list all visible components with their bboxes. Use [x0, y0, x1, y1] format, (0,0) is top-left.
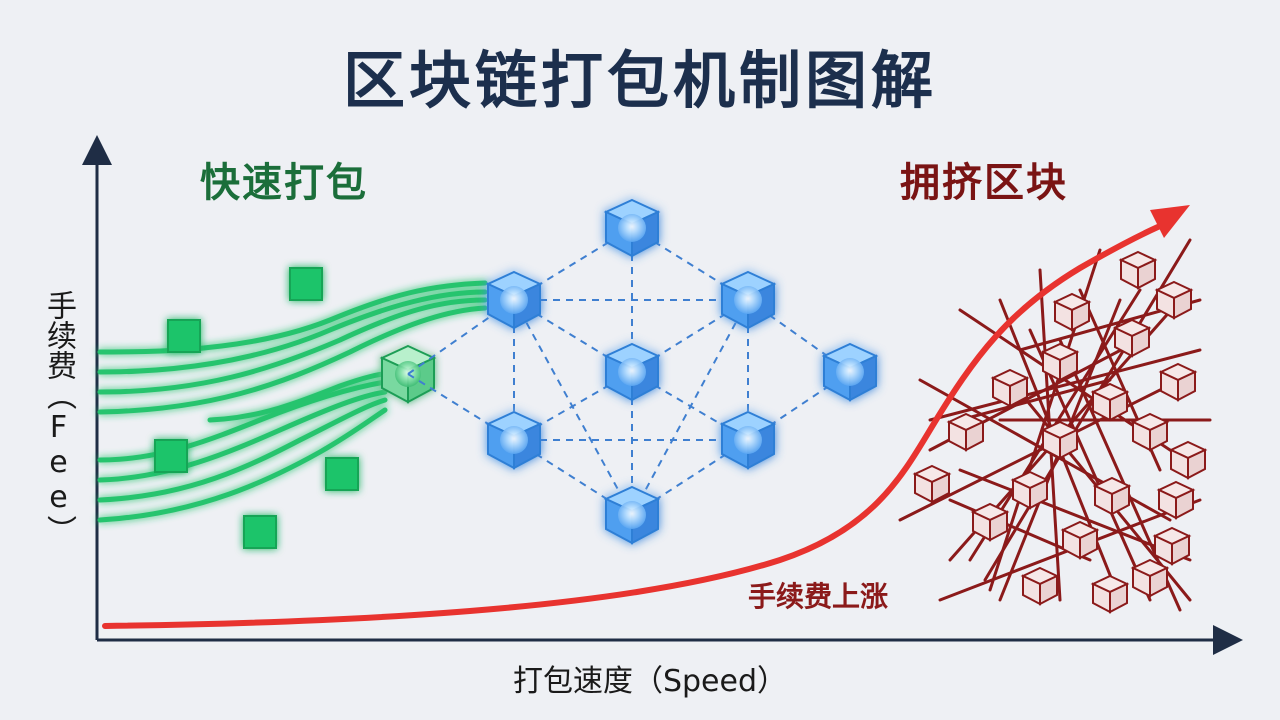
red-cube: [914, 465, 950, 503]
green-blocks: [154, 267, 359, 549]
green-block: [154, 439, 188, 473]
blue-cube: [487, 271, 541, 329]
red-cube: [1154, 527, 1190, 565]
red-cube: [1054, 293, 1090, 331]
red-cube: [992, 369, 1028, 407]
red-cube: [1094, 477, 1130, 515]
red-cube: [1012, 471, 1048, 509]
red-cube: [1114, 319, 1150, 357]
diagram-title: 区块链打包机制图解: [342, 44, 937, 117]
fast-pack-label: 快速打包: [200, 160, 368, 206]
blue-cube: [605, 486, 659, 544]
red-cube: [1132, 559, 1168, 597]
blue-cube: [487, 411, 541, 469]
blue-cube: [605, 199, 659, 257]
fee-rise-label: 手续费上涨: [748, 580, 889, 613]
fee-curve: [102, 223, 1163, 629]
crowded-cubes: [914, 251, 1206, 613]
red-cube: [1022, 567, 1058, 605]
red-cube: [1170, 441, 1206, 479]
red-cube: [1092, 575, 1128, 613]
red-cube: [1158, 481, 1194, 519]
blue-cube: [721, 271, 775, 329]
blue-cube: [605, 343, 659, 401]
network-cubes: [487, 199, 877, 544]
red-cube: [1160, 363, 1196, 401]
red-cube: [1042, 421, 1078, 459]
crowded-block-label: 拥挤区块: [900, 160, 1068, 206]
green-cube: [379, 344, 437, 404]
red-cube: [1156, 281, 1192, 319]
x-axis-label: 打包速度（Speed）: [512, 664, 788, 699]
red-cube: [1092, 383, 1128, 421]
red-cube: [1062, 521, 1098, 559]
red-cube: [1042, 343, 1078, 381]
fee-curve-arrowhead: [1150, 205, 1190, 238]
y-axis-label: 手续费（Fee）: [41, 290, 76, 545]
blue-cube: [721, 411, 775, 469]
red-cube: [972, 503, 1008, 541]
green-block: [325, 457, 359, 491]
blue-cube: [823, 343, 877, 401]
green-block: [289, 267, 323, 301]
red-cube: [1120, 251, 1156, 289]
red-cube: [948, 413, 984, 451]
green-block: [243, 515, 277, 549]
green-block: [167, 319, 201, 353]
red-cube: [1132, 413, 1168, 451]
fast-streams: [97, 280, 488, 523]
